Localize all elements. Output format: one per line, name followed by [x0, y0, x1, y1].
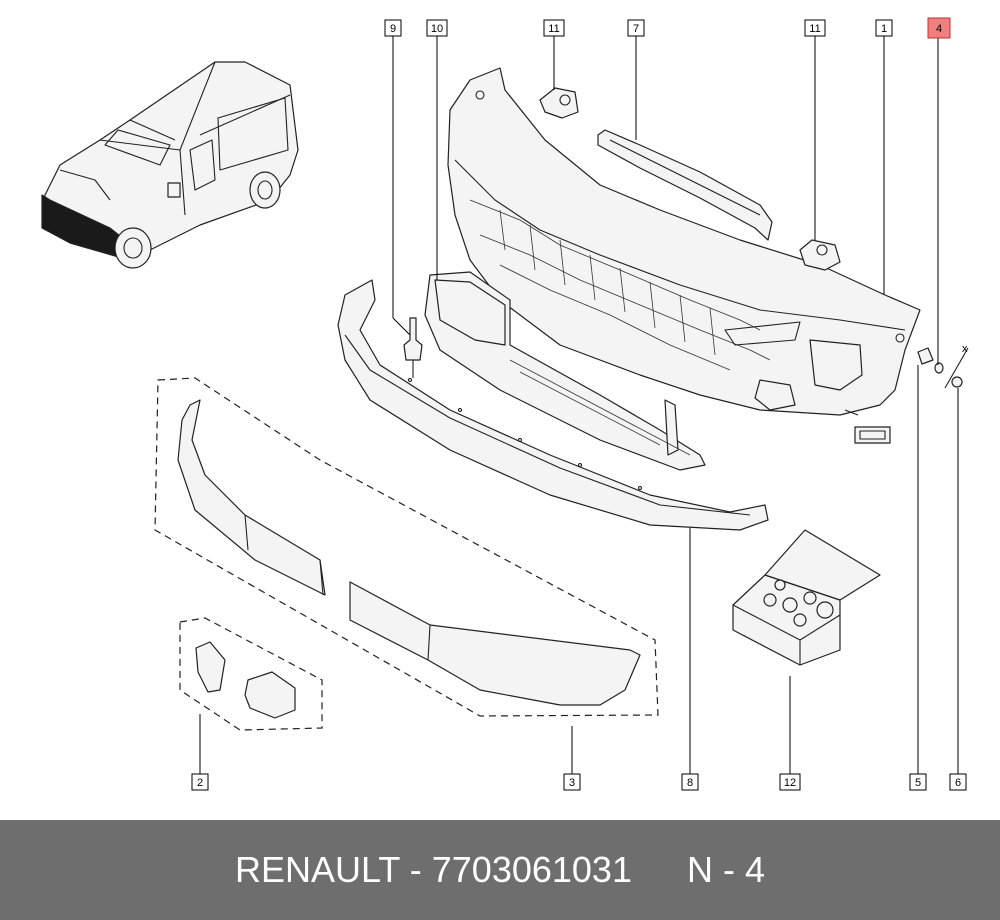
footer-part-number: 7703061031	[431, 849, 632, 890]
group-outline-grille	[154, 377, 659, 717]
bolt-washer-nut-set	[917, 347, 969, 389]
front-bumper-cover	[447, 67, 921, 416]
bracket-clip-lower	[799, 239, 841, 271]
callout-3[interactable]: 3	[563, 773, 581, 791]
leader-lines	[199, 36, 959, 774]
axis-x-mark: x	[962, 343, 968, 355]
callout-11-upper[interactable]: 11	[543, 19, 565, 37]
fastener-kit-box	[732, 529, 881, 666]
svg-text:12: 12	[784, 777, 796, 789]
bracket-clip-upper	[539, 87, 579, 119]
svg-text:7: 7	[633, 23, 639, 35]
footer-part-reference: RENAULT - 7703061031	[235, 849, 632, 891]
svg-text:9: 9	[390, 23, 396, 35]
label-plate	[844, 409, 891, 444]
svg-text:6: 6	[955, 777, 961, 789]
svg-text:3: 3	[569, 777, 575, 789]
group-outline-fog-covers	[179, 617, 323, 731]
push-rivet	[403, 317, 423, 378]
svg-text:4: 4	[936, 23, 942, 35]
vehicle-illustration	[41, 61, 299, 269]
svg-text:11: 11	[548, 23, 559, 35]
callout-4-highlighted[interactable]: 4	[927, 17, 951, 39]
callout-8[interactable]: 8	[681, 773, 699, 791]
svg-text:5: 5	[915, 777, 921, 789]
footer-position-label: N - 4	[686, 849, 765, 890]
svg-text:1: 1	[881, 23, 887, 35]
callout-10[interactable]: 10	[426, 19, 448, 37]
callout-5[interactable]: 5	[909, 773, 927, 791]
callout-1[interactable]: 1	[875, 19, 893, 37]
svg-text:11: 11	[809, 23, 820, 35]
callout-2[interactable]: 2	[191, 773, 209, 791]
footer-separator: -	[409, 849, 422, 890]
svg-text:2: 2	[197, 777, 203, 789]
fog-lamp-covers	[195, 641, 296, 719]
callout-9[interactable]: 9	[384, 19, 402, 37]
callout-7[interactable]: 7	[627, 19, 645, 37]
footer-bar: RENAULT - 7703061031 N - 4	[0, 820, 1000, 920]
lower-bumper-trim	[337, 279, 769, 531]
callout-12[interactable]: 12	[779, 773, 801, 791]
footer-brand: RENAULT	[235, 849, 400, 890]
lower-air-deflector	[424, 271, 706, 471]
callout-11-lower[interactable]: 11	[804, 19, 826, 37]
lower-grille-panel	[177, 399, 641, 706]
svg-text:8: 8	[687, 777, 693, 789]
upper-support-strip	[597, 129, 773, 241]
svg-text:10: 10	[431, 23, 443, 35]
exploded-parts-diagram: 9 10 11 7 11 1 4 2 3 8 12 5	[41, 17, 969, 791]
callout-6[interactable]: 6	[949, 773, 967, 791]
